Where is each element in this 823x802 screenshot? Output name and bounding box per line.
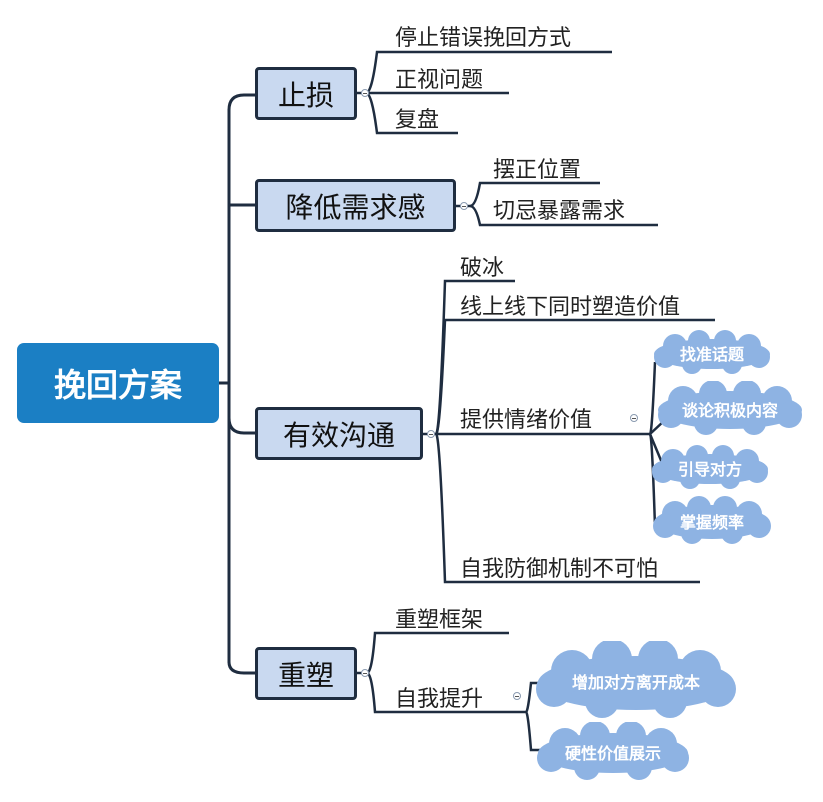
cloud-find-topic[interactable]: 找准话题: [647, 330, 777, 375]
branch-effective-communication[interactable]: 有效沟通: [255, 407, 423, 460]
root-topic-label: 挽回方案: [53, 366, 182, 404]
topic-self-improvement[interactable]: 自我提升: [395, 687, 484, 712]
topic-right-position[interactable]: 摆正位置: [493, 158, 582, 183]
topic-hide-needs[interactable]: 切忌暴露需求: [493, 199, 626, 224]
cloud-positive-content[interactable]: 谈论积极内容: [651, 381, 809, 437]
branch-stop-loss[interactable]: 止损: [255, 67, 357, 120]
topic-build-value[interactable]: 线上线下同时塑造价值: [460, 295, 681, 320]
topic-defense-mechanism[interactable]: 自我防御机制不可怕: [460, 557, 659, 582]
collapse-toggle-icon[interactable]: [361, 89, 369, 97]
cloud-guide-partner[interactable]: 引导对方: [645, 445, 775, 490]
cloud-control-frequency[interactable]: 掌握频率: [648, 496, 776, 546]
branch-reshape[interactable]: 重塑: [255, 647, 357, 700]
topic-break-ice[interactable]: 破冰: [460, 256, 505, 281]
cloud-shape-icon: [653, 496, 771, 544]
branch-label: 止损: [277, 78, 334, 112]
collapse-toggle-icon[interactable]: [427, 430, 435, 438]
collapse-toggle-icon[interactable]: [460, 202, 468, 210]
branch-label: 重塑: [277, 658, 334, 692]
root-topic[interactable]: 挽回方案: [17, 343, 219, 423]
cloud-shape-icon: [536, 641, 736, 718]
topic-reshape-frame[interactable]: 重塑框架: [395, 608, 484, 633]
branch-reduce-neediness[interactable]: 降低需求感: [255, 179, 456, 232]
collapse-toggle-icon[interactable]: [513, 692, 521, 700]
topic-stop-wrong-methods[interactable]: 停止错误挽回方式: [395, 26, 572, 51]
branch-label: 有效沟通: [282, 418, 395, 452]
cloud-shape-icon: [654, 330, 770, 374]
cloud-raise-leaving-cost[interactable]: 增加对方离开成本: [530, 641, 742, 721]
collapse-toggle-icon[interactable]: [361, 669, 369, 677]
cloud-shape-icon: [658, 381, 802, 435]
topic-review[interactable]: 复盘: [395, 108, 440, 133]
cloud-show-hard-value[interactable]: 硬性价值展示: [531, 722, 695, 782]
topic-face-problem[interactable]: 正视问题: [395, 68, 484, 93]
branch-label: 降低需求感: [285, 190, 426, 224]
cloud-shape-icon: [537, 722, 689, 780]
collapse-toggle-icon[interactable]: [630, 414, 638, 422]
cloud-shape-icon: [652, 445, 768, 489]
topic-emotional-value[interactable]: 提供情绪价值: [460, 408, 593, 433]
